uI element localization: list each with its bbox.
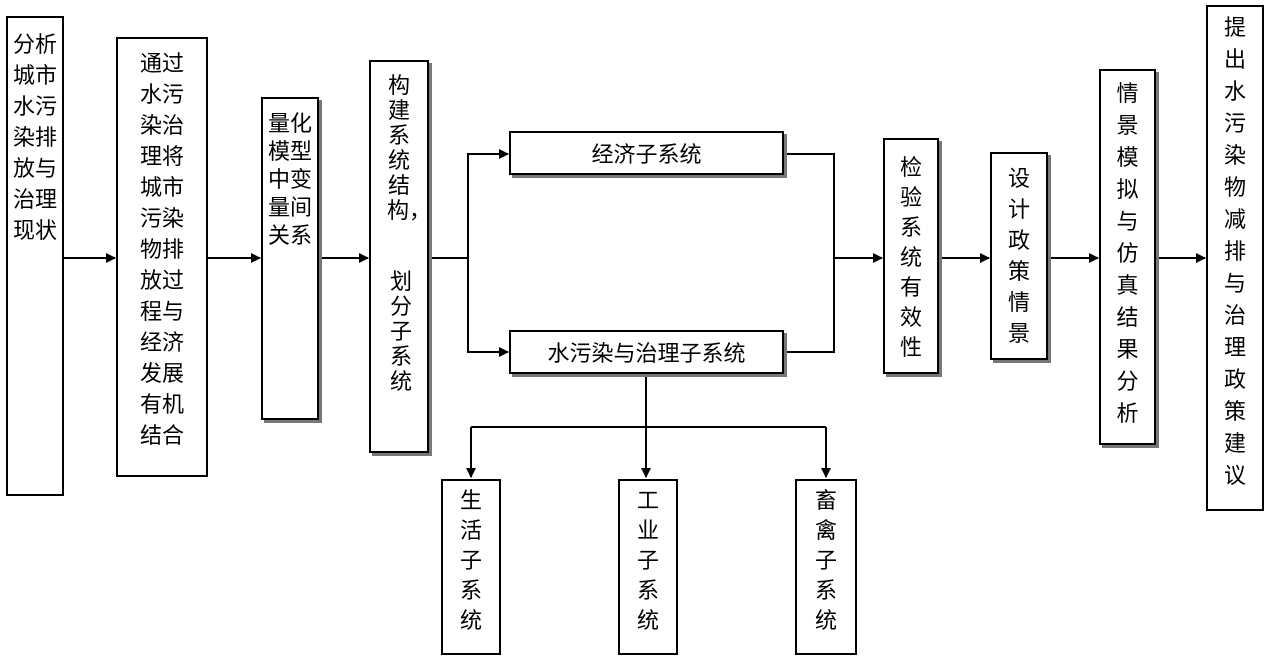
structure-col-1: 构建系统结构， (387, 74, 432, 224)
box-economic: 经济子系统 (509, 131, 784, 175)
box-analyze-status: 分析城市水污染排放与治理现状 (6, 16, 64, 496)
box-life: 生活子系统 (441, 479, 501, 655)
arrow-to-economic (467, 149, 509, 258)
box-water: 水污染与治理子系统 (509, 330, 784, 374)
box-combine: 通过水污染治理将城市污染物排放过程与经济发展有机结合 (116, 37, 208, 477)
box-industry: 工业子系统 (618, 479, 678, 655)
box-quantify: 量化模型中变量间关系 (261, 97, 319, 420)
box-design: 设计政策情景 (990, 152, 1048, 360)
connector-economic-out (784, 153, 835, 258)
arrow-to-water (467, 258, 509, 357)
box-verify: 检验系统有效性 (883, 138, 939, 374)
box-livestock: 畜禽子系统 (795, 479, 857, 655)
box-build-structure: 构建系统结构， 划分子系统 (369, 60, 432, 453)
structure-col-2: 划分子系统 (389, 270, 412, 395)
connector-water-out (784, 258, 835, 353)
box-scenario: 情景模拟与仿真结果分析 (1099, 69, 1156, 445)
box-propose: 提出水污染物减排与治理政策建议 (1206, 5, 1264, 511)
